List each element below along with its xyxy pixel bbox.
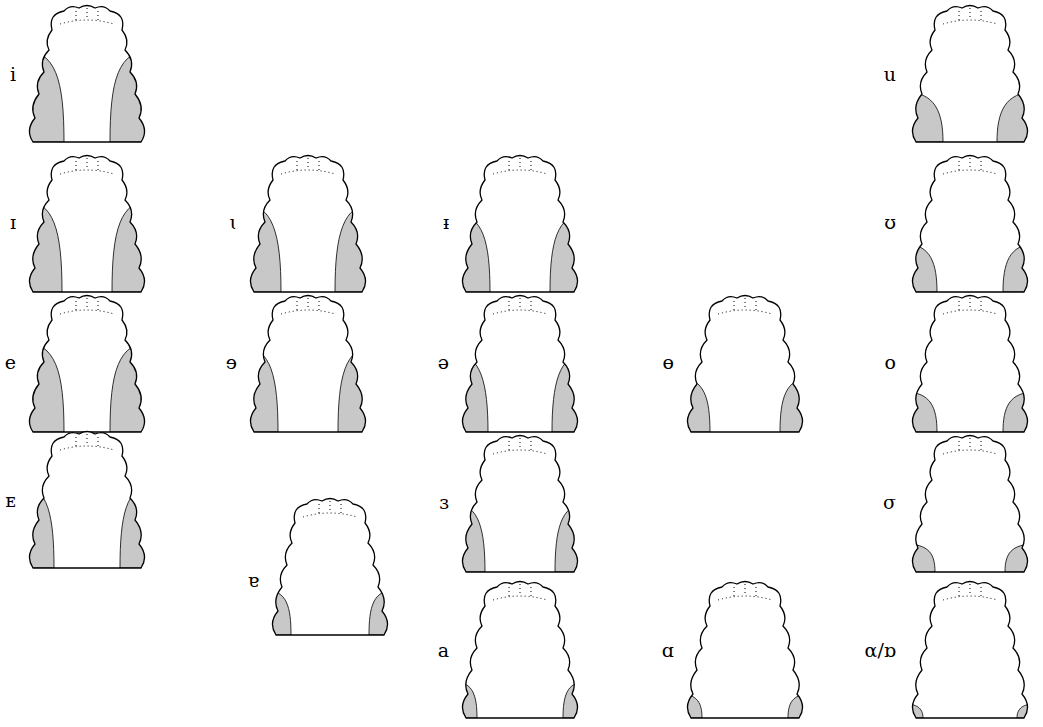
vowel-symbol: ɜ — [439, 493, 449, 512]
palatogram — [455, 156, 585, 293]
palatogram — [22, 6, 152, 143]
palatogram — [905, 582, 1035, 719]
palatogram — [455, 296, 585, 433]
vowel-symbol: ə — [438, 353, 449, 372]
palatogram — [243, 296, 373, 433]
vowel-symbol: ɩ — [230, 213, 237, 232]
vowel-symbol: ʊ — [884, 213, 896, 232]
vowel-symbol: α/ɒ — [865, 641, 896, 660]
vowel-symbol: a — [438, 641, 449, 660]
palatogram — [243, 156, 373, 293]
palatogram — [905, 156, 1035, 293]
palatogram — [22, 156, 152, 293]
palatogram — [265, 499, 395, 636]
palatogram — [905, 296, 1035, 433]
vowel-symbol: o — [885, 353, 896, 372]
vowel-symbol: ɵ — [663, 353, 674, 372]
palatogram — [22, 296, 152, 433]
vowel-symbol: σ — [883, 493, 896, 512]
vowel-symbol: ɘ — [226, 353, 237, 372]
palatogram — [455, 582, 585, 719]
vowel-symbol: ɐ — [248, 571, 259, 590]
palatogram — [905, 436, 1035, 573]
palatogram — [455, 436, 585, 573]
vowel-symbol: ɑ — [662, 641, 674, 660]
vowel-symbol: ᴇ — [5, 491, 16, 510]
palatogram — [22, 432, 152, 569]
vowel-symbol: i — [10, 65, 16, 84]
vowel-symbol: ɪ — [10, 213, 16, 232]
palatogram — [905, 6, 1035, 143]
palatogram — [680, 296, 810, 433]
vowel-symbol: e — [5, 353, 16, 372]
vowel-symbol: u — [884, 65, 896, 84]
vowel-symbol: ᵻ — [443, 213, 449, 232]
palatogram — [680, 582, 810, 719]
